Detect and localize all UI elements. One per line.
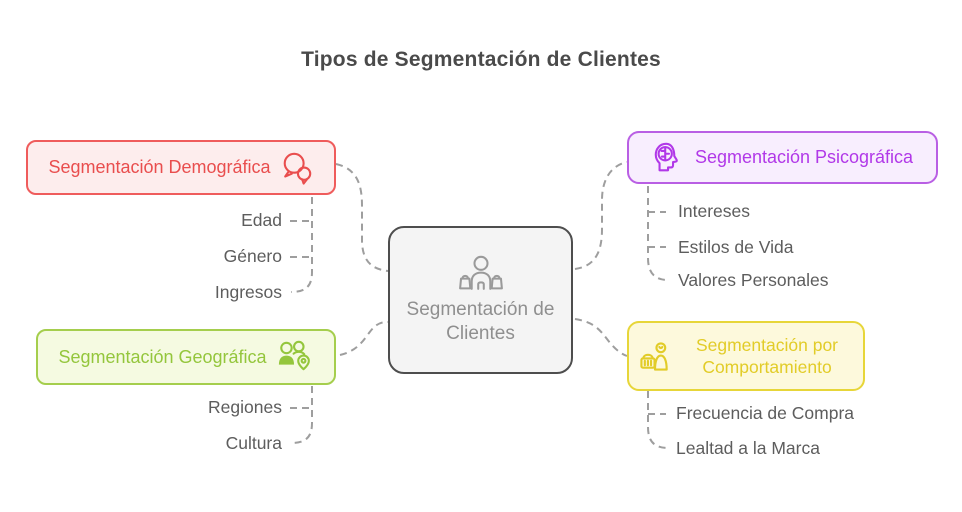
sub-item-regiones: Regiones: [208, 397, 282, 417]
sub-item-genero: Género: [223, 246, 282, 266]
diagram-title: Tipos de Segmentación de Clientes: [301, 48, 661, 71]
sub-item-valores-personales: Valores Personales: [678, 270, 829, 290]
node-label-demografica: Segmentación Demográfica: [48, 157, 271, 177]
sub-item-edad: Edad: [241, 210, 282, 230]
center-node-label: Segmentación de Clientes: [406, 299, 555, 344]
sub-item-lealtad-a-la-marca: Lealtad a la Marca: [676, 438, 820, 458]
shopper-basket-icon: [639, 339, 672, 374]
connector-demografica-children: [290, 197, 313, 293]
connector-comportamiento-children: [647, 391, 669, 449]
sub-item-intereses: Intereses: [678, 201, 750, 221]
node-label-comportamiento: Segmentación por Comportamiento: [695, 335, 839, 377]
connector-center-psicografica: [574, 161, 628, 270]
customer-with-bags-icon: [455, 254, 507, 294]
node-segmentacion-geografica: Segmentación Geográfica: [36, 329, 336, 385]
node-segmentacion-psicografica: Segmentación Psicográfica: [627, 131, 938, 184]
sub-item-ingresos: Ingresos: [214, 282, 282, 302]
users-location-icon: [276, 339, 314, 375]
node-segmentacion-por-comportamiento: Segmentación por Comportamiento: [627, 321, 865, 391]
sub-item-cultura: Cultura: [225, 433, 282, 453]
node-segmentacion-demografica: Segmentación Demográfica: [26, 140, 336, 195]
sub-item-frecuencia-de-compra: Frecuencia de Compra: [676, 403, 854, 423]
connector-geografica-children: [290, 386, 313, 444]
chat-bubbles-icon: [280, 151, 314, 185]
head-brain-icon: [652, 141, 686, 175]
node-label-geografica: Segmentación Geográfica: [58, 346, 267, 367]
connector-psicografica-children: [647, 186, 669, 281]
node-segmentacion-de-clientes: Segmentación de Clientes: [388, 226, 573, 374]
sub-item-estilos-de-vida: Estilos de Vida: [678, 237, 794, 257]
node-label-psicografica: Segmentación Psicográfica: [694, 147, 914, 167]
connector-demografica-center: [335, 163, 389, 272]
connector-geografica-center: [339, 321, 389, 356]
connector-center-comportamiento: [574, 318, 628, 357]
